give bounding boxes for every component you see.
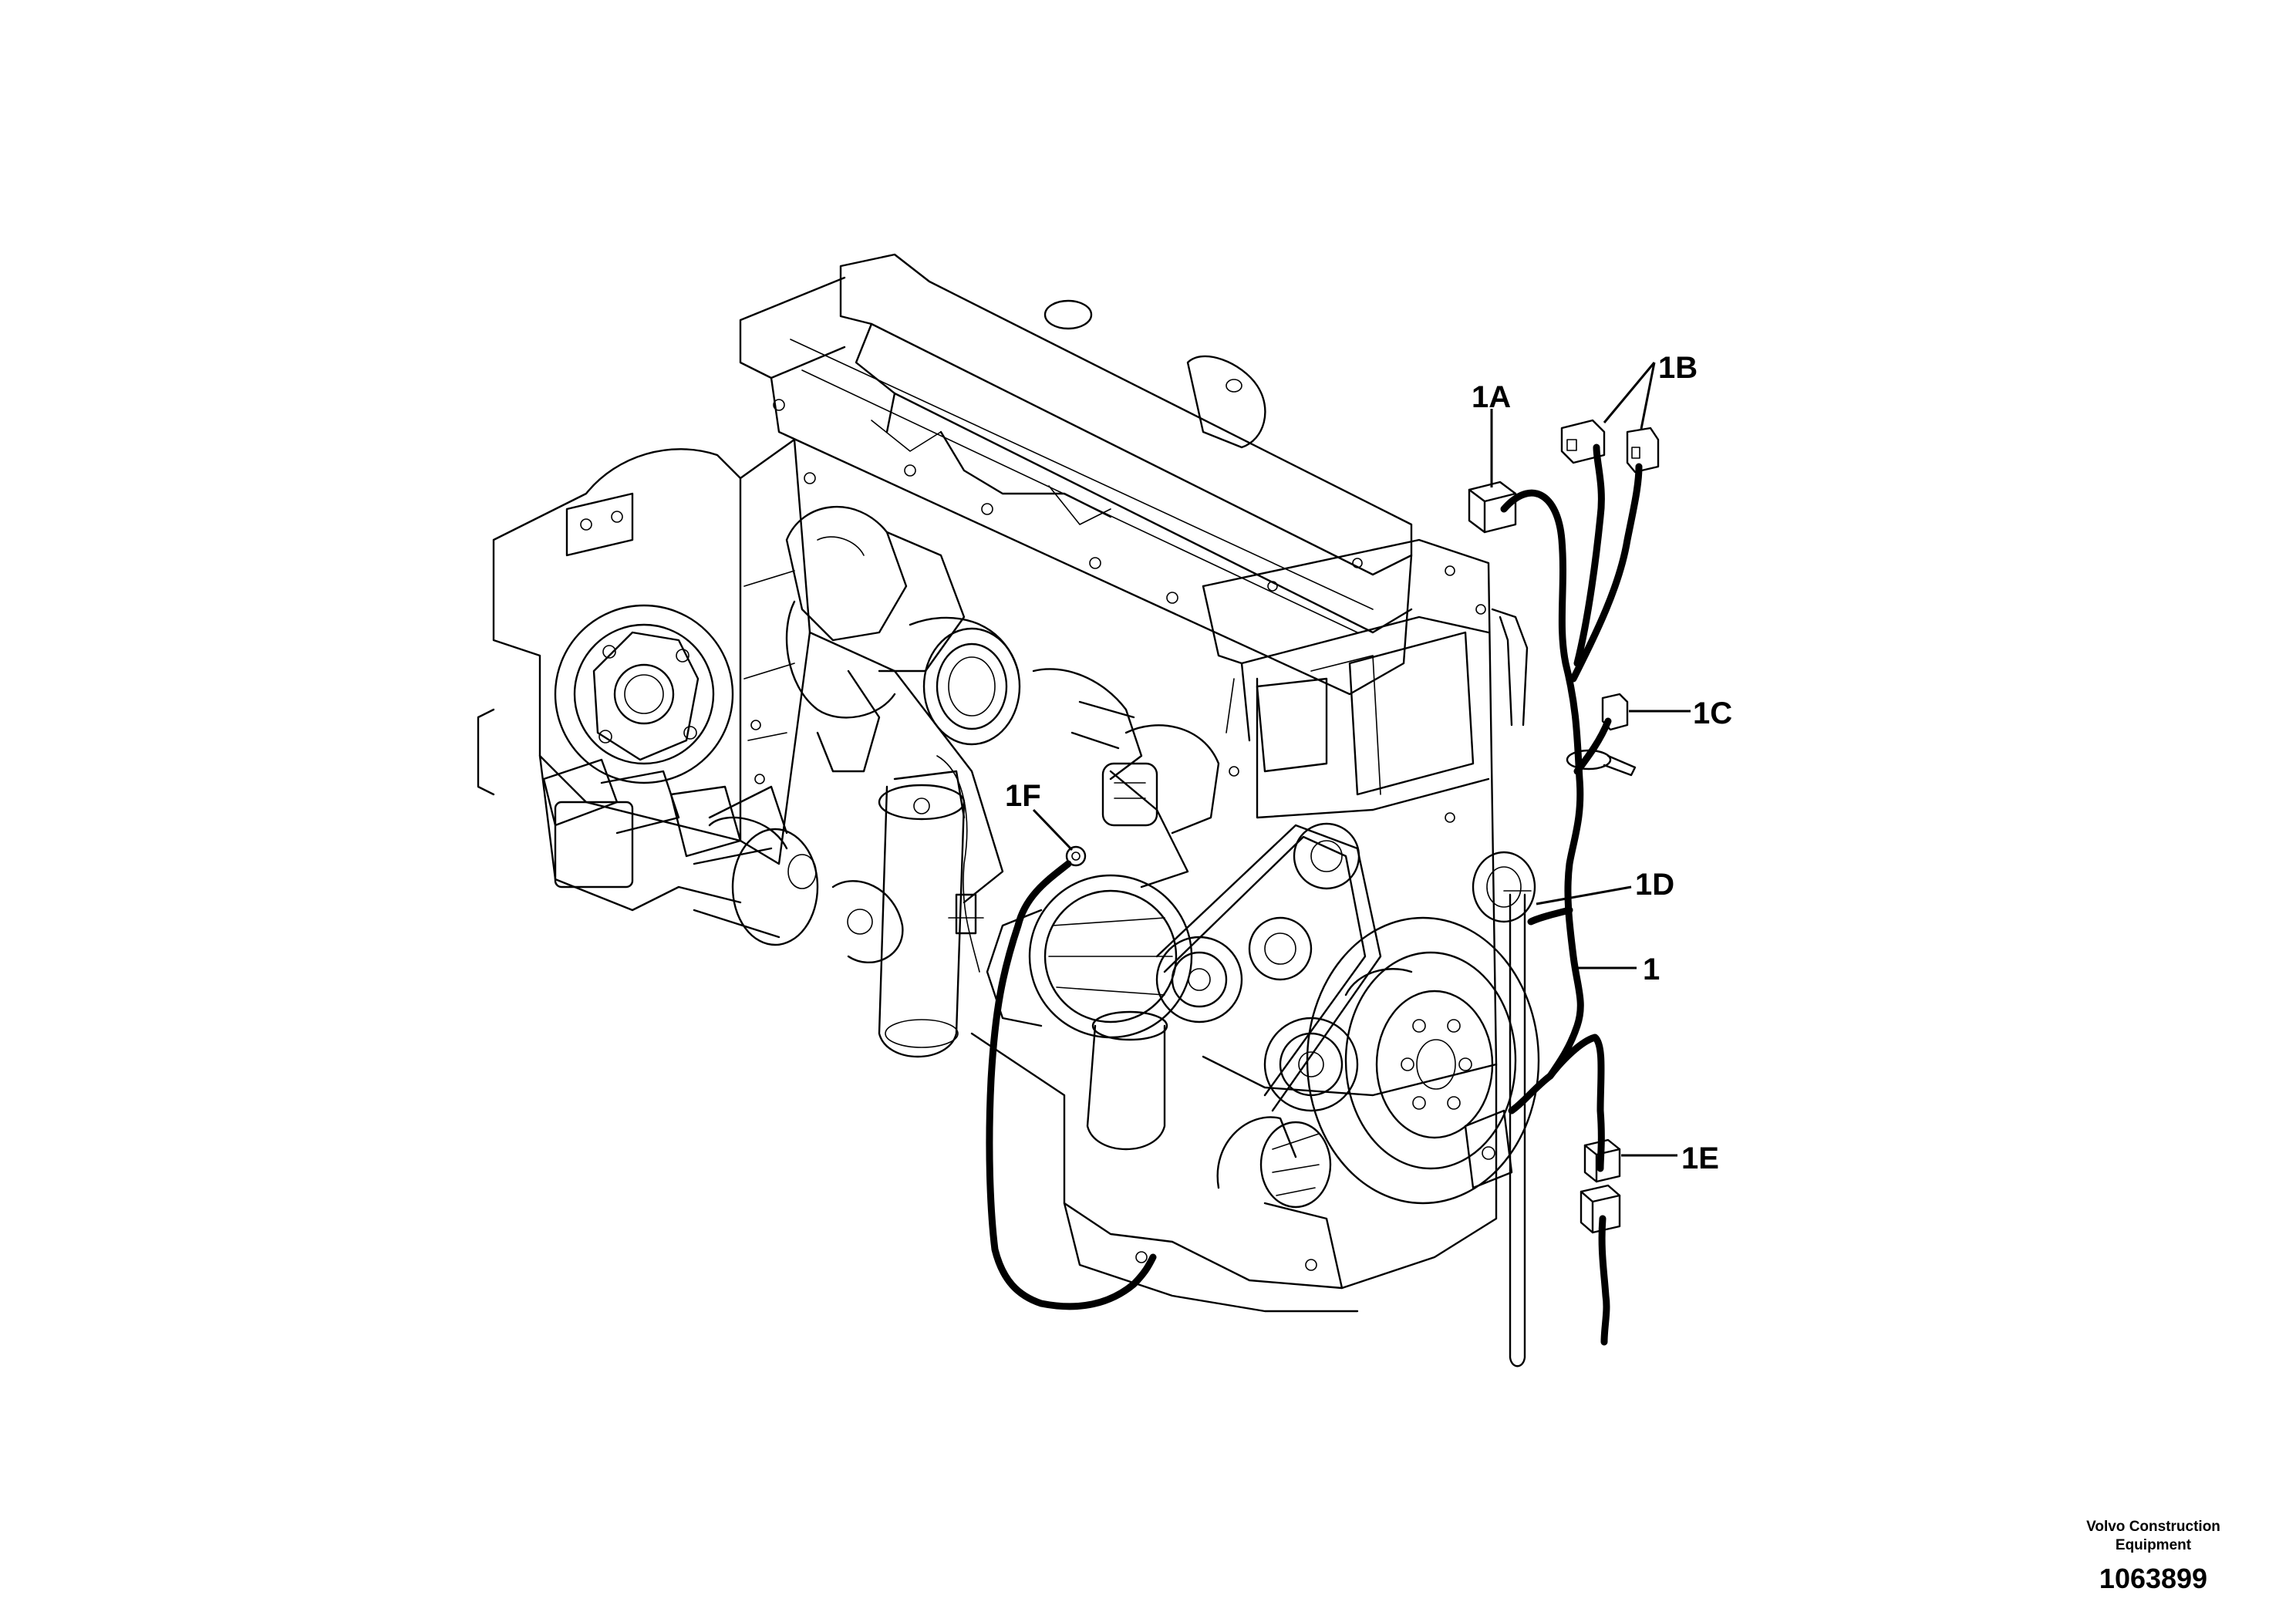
connector-1b-right[interactable] bbox=[1626, 427, 1660, 474]
manufacturer-line-1: Volvo Construction bbox=[2086, 1519, 2220, 1535]
drawing-number: 1063899 bbox=[2099, 1563, 2208, 1594]
connector-1e-lower[interactable] bbox=[1580, 1184, 1621, 1234]
harness-branch-1b-right bbox=[1569, 463, 1643, 683]
callout-1a: 1A bbox=[1472, 380, 1511, 414]
connector-1c[interactable] bbox=[1566, 693, 1637, 777]
callout-1d: 1D bbox=[1635, 868, 1674, 902]
harness-branch-1b-left bbox=[1573, 443, 1605, 667]
cover-bolts bbox=[1229, 558, 1486, 823]
harness-main-trunk bbox=[1500, 489, 1605, 1172]
callout-1: 1 bbox=[1643, 953, 1660, 986]
damper-bolts bbox=[1401, 1019, 1472, 1110]
bolt-row bbox=[773, 399, 1178, 604]
harness-branch-1d bbox=[1527, 906, 1573, 926]
connector-1a[interactable] bbox=[1468, 481, 1517, 534]
harness-engine-lead bbox=[1508, 1072, 1554, 1114]
callout-1f: 1F bbox=[1005, 779, 1041, 813]
engine-illustration bbox=[477, 253, 1540, 1367]
drawing-credit: Volvo Construction Equipment 1063899 bbox=[2065, 1518, 2242, 1595]
flange-bolts bbox=[598, 645, 697, 744]
callout-1b: 1B bbox=[1658, 351, 1698, 385]
harness-branch-1c bbox=[1573, 717, 1612, 775]
callout-1e: 1E bbox=[1681, 1141, 1719, 1175]
harness-ground-wire-1f bbox=[986, 860, 1157, 1310]
ring-terminal-1f[interactable] bbox=[1065, 845, 1087, 867]
callout-labels: 1A 1B 1C 1D 1 1E 1F bbox=[1005, 351, 1732, 1175]
leader-lines bbox=[1032, 362, 1691, 1157]
wiring-harness bbox=[986, 419, 1660, 1346]
connector-1b-left[interactable] bbox=[1560, 419, 1606, 464]
connector-1e-upper[interactable] bbox=[1583, 1138, 1621, 1183]
harness-lower-lead bbox=[1598, 1215, 1610, 1346]
callout-1c: 1C bbox=[1693, 696, 1732, 730]
manufacturer-line-2: Equipment bbox=[2115, 1537, 2192, 1553]
